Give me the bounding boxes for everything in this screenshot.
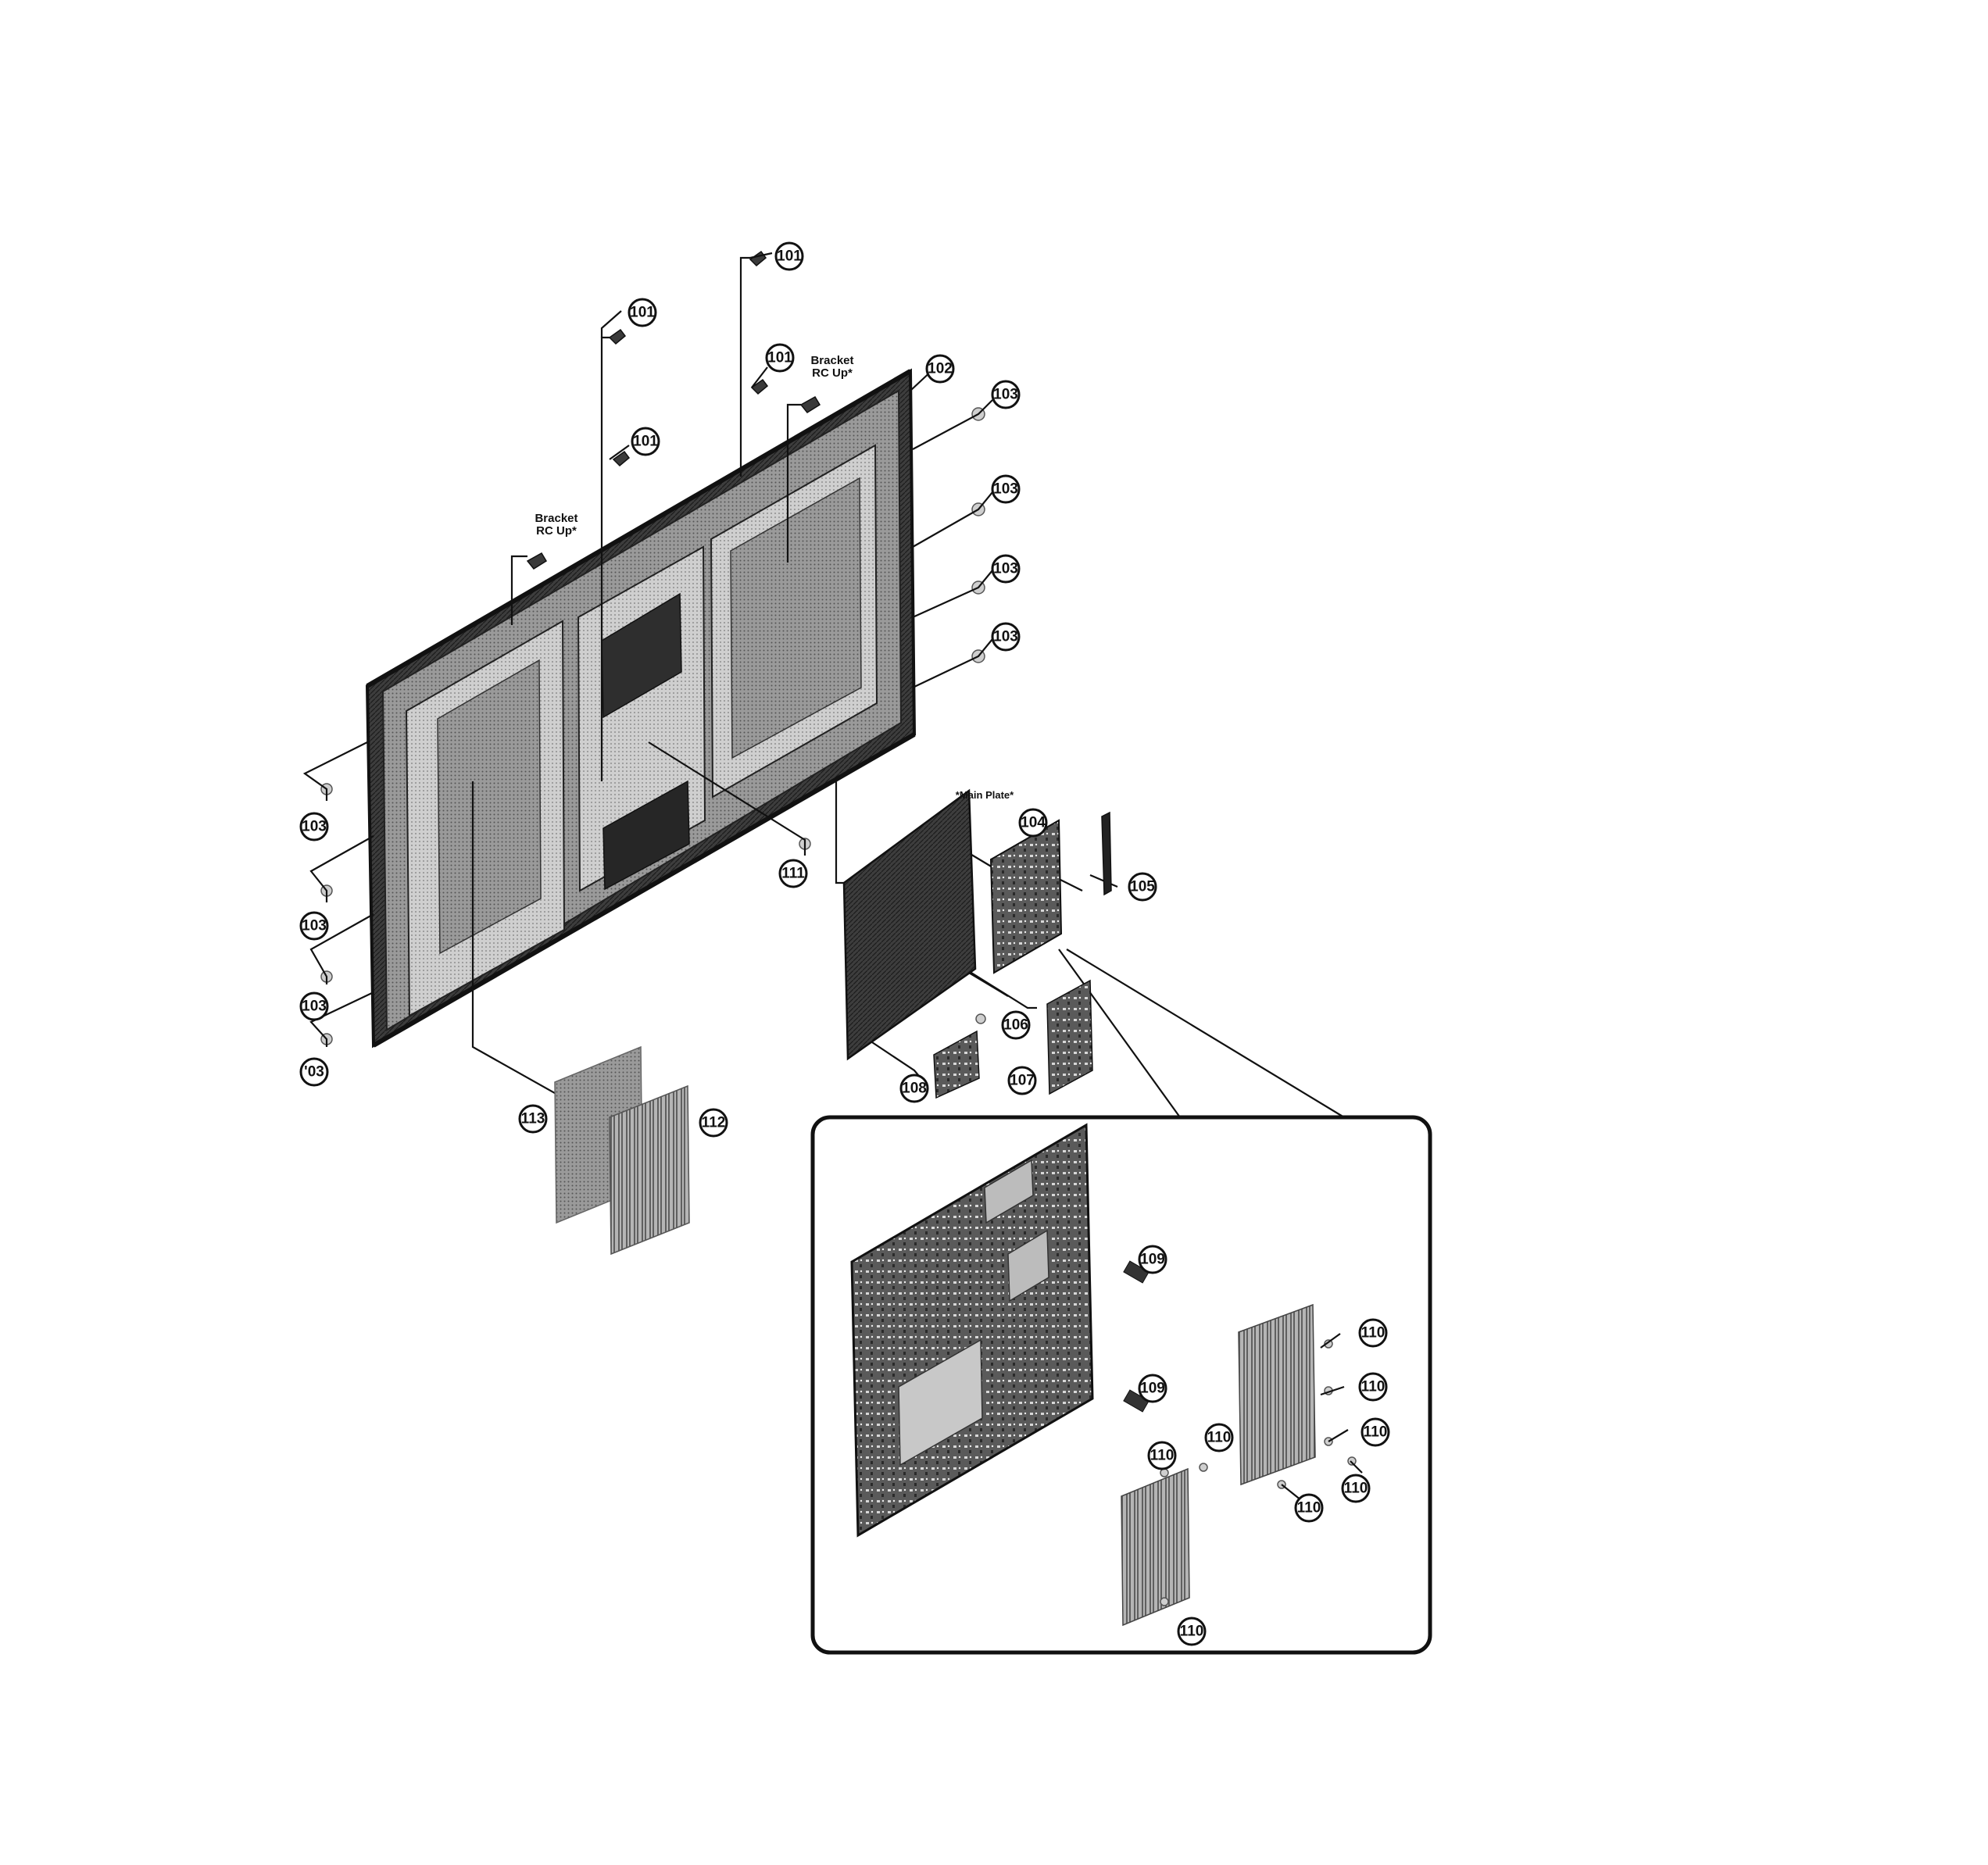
callout-110-b-label: 110: [1361, 1379, 1386, 1395]
callout-110-d: 110: [1341, 1474, 1371, 1503]
callout-103-l2: 103: [299, 911, 329, 941]
callout-103-r1: 103: [991, 380, 1021, 409]
callout-110-a: 110: [1358, 1318, 1388, 1348]
detail-inset: [810, 1115, 1432, 1655]
callout-105-label: 105: [1130, 879, 1155, 895]
callout-103-r3-label: 103: [993, 561, 1018, 577]
callout-110-h: 110: [1177, 1617, 1207, 1646]
callout-103-l3-label: 103: [302, 999, 327, 1015]
callout-110-a-label: 110: [1361, 1325, 1386, 1342]
callout-101-d: 101: [631, 427, 660, 456]
callout-106-label: 106: [1003, 1017, 1028, 1034]
callout-103-r2-label: 103: [993, 481, 1018, 498]
callout-109-a: 109: [1138, 1245, 1167, 1274]
bracket-note-right-line2: RC Up*: [812, 366, 853, 380]
heatsink-parts: [554, 1045, 690, 1256]
callout-104: 104: [1018, 808, 1048, 838]
callout-101-c-label: 101: [767, 350, 792, 366]
callout-103-r4: 103: [991, 622, 1021, 652]
callout-110-g-label: 110: [1150, 1448, 1175, 1464]
callout-111: 111: [778, 859, 808, 888]
callout-108: 108: [899, 1074, 929, 1103]
callout-104-label: 104: [1021, 815, 1046, 831]
callout-103-r4-label: 103: [993, 629, 1018, 645]
callout-101-b-label: 101: [630, 305, 655, 321]
callout-110-b: 110: [1358, 1372, 1388, 1402]
callout-101-a-label: 101: [777, 248, 802, 265]
callout-112-label: 112: [702, 1115, 726, 1131]
callout-110-c: 110: [1360, 1417, 1390, 1447]
callout-111-label: 111: [781, 866, 805, 882]
tv-rear-panel: [365, 368, 917, 1049]
callout-103-l1-label: 103: [302, 819, 327, 835]
callout-110-e: 110: [1294, 1493, 1324, 1523]
bracket-note-left-line2: RC Up*: [536, 524, 577, 538]
callout-107-label: 107: [1010, 1073, 1035, 1089]
callout-103-l4-label: '03: [304, 1064, 324, 1081]
callout-103-l2-label: 103: [302, 918, 327, 934]
callout-109-b: 109: [1138, 1374, 1167, 1403]
bracket-note-right-line1: Bracket: [810, 354, 853, 367]
callout-101-b: 101: [628, 298, 657, 327]
callout-110-c-label: 110: [1364, 1424, 1388, 1441]
callout-103-l3: 103: [299, 991, 329, 1021]
callout-102-label: 102: [928, 361, 953, 377]
callout-101-a: 101: [774, 241, 804, 271]
callout-103-r2: 103: [991, 474, 1021, 504]
callout-110-h-label: 110: [1180, 1624, 1204, 1640]
bracket-note-right: Bracket RC Up*: [810, 354, 853, 380]
callout-109-a-label: 109: [1140, 1252, 1165, 1268]
callout-105: 105: [1128, 872, 1157, 902]
callout-103-l1: 103: [299, 812, 329, 841]
bracket-note-left: Bracket RC Up*: [535, 512, 577, 538]
callout-103-r1-label: 103: [993, 387, 1018, 403]
main-plate-group: [842, 788, 1112, 1099]
callout-110-g: 110: [1147, 1441, 1177, 1470]
callout-107: 107: [1007, 1066, 1037, 1095]
callout-103-l4: '03: [299, 1057, 329, 1087]
callout-103-r3: 103: [991, 554, 1021, 584]
callout-109-b-label: 109: [1140, 1381, 1165, 1397]
callout-113: 113: [518, 1104, 548, 1134]
callout-108-label: 108: [902, 1081, 927, 1097]
callout-102: 102: [925, 354, 955, 384]
bracket-parts: [526, 250, 821, 570]
callout-101-c: 101: [765, 343, 795, 373]
callout-110-e-label: 110: [1297, 1500, 1321, 1517]
callout-106: 106: [1001, 1010, 1031, 1040]
callout-110-f: 110: [1204, 1423, 1234, 1452]
callout-110-d-label: 110: [1344, 1481, 1368, 1497]
callout-110-f-label: 110: [1207, 1430, 1232, 1446]
callout-101-d-label: 101: [633, 434, 658, 450]
main-plate-note: *Main Plate*: [956, 789, 1014, 801]
callout-113-label: 113: [521, 1111, 545, 1127]
callout-112: 112: [699, 1108, 728, 1138]
bracket-note-left-line1: Bracket: [535, 512, 577, 525]
